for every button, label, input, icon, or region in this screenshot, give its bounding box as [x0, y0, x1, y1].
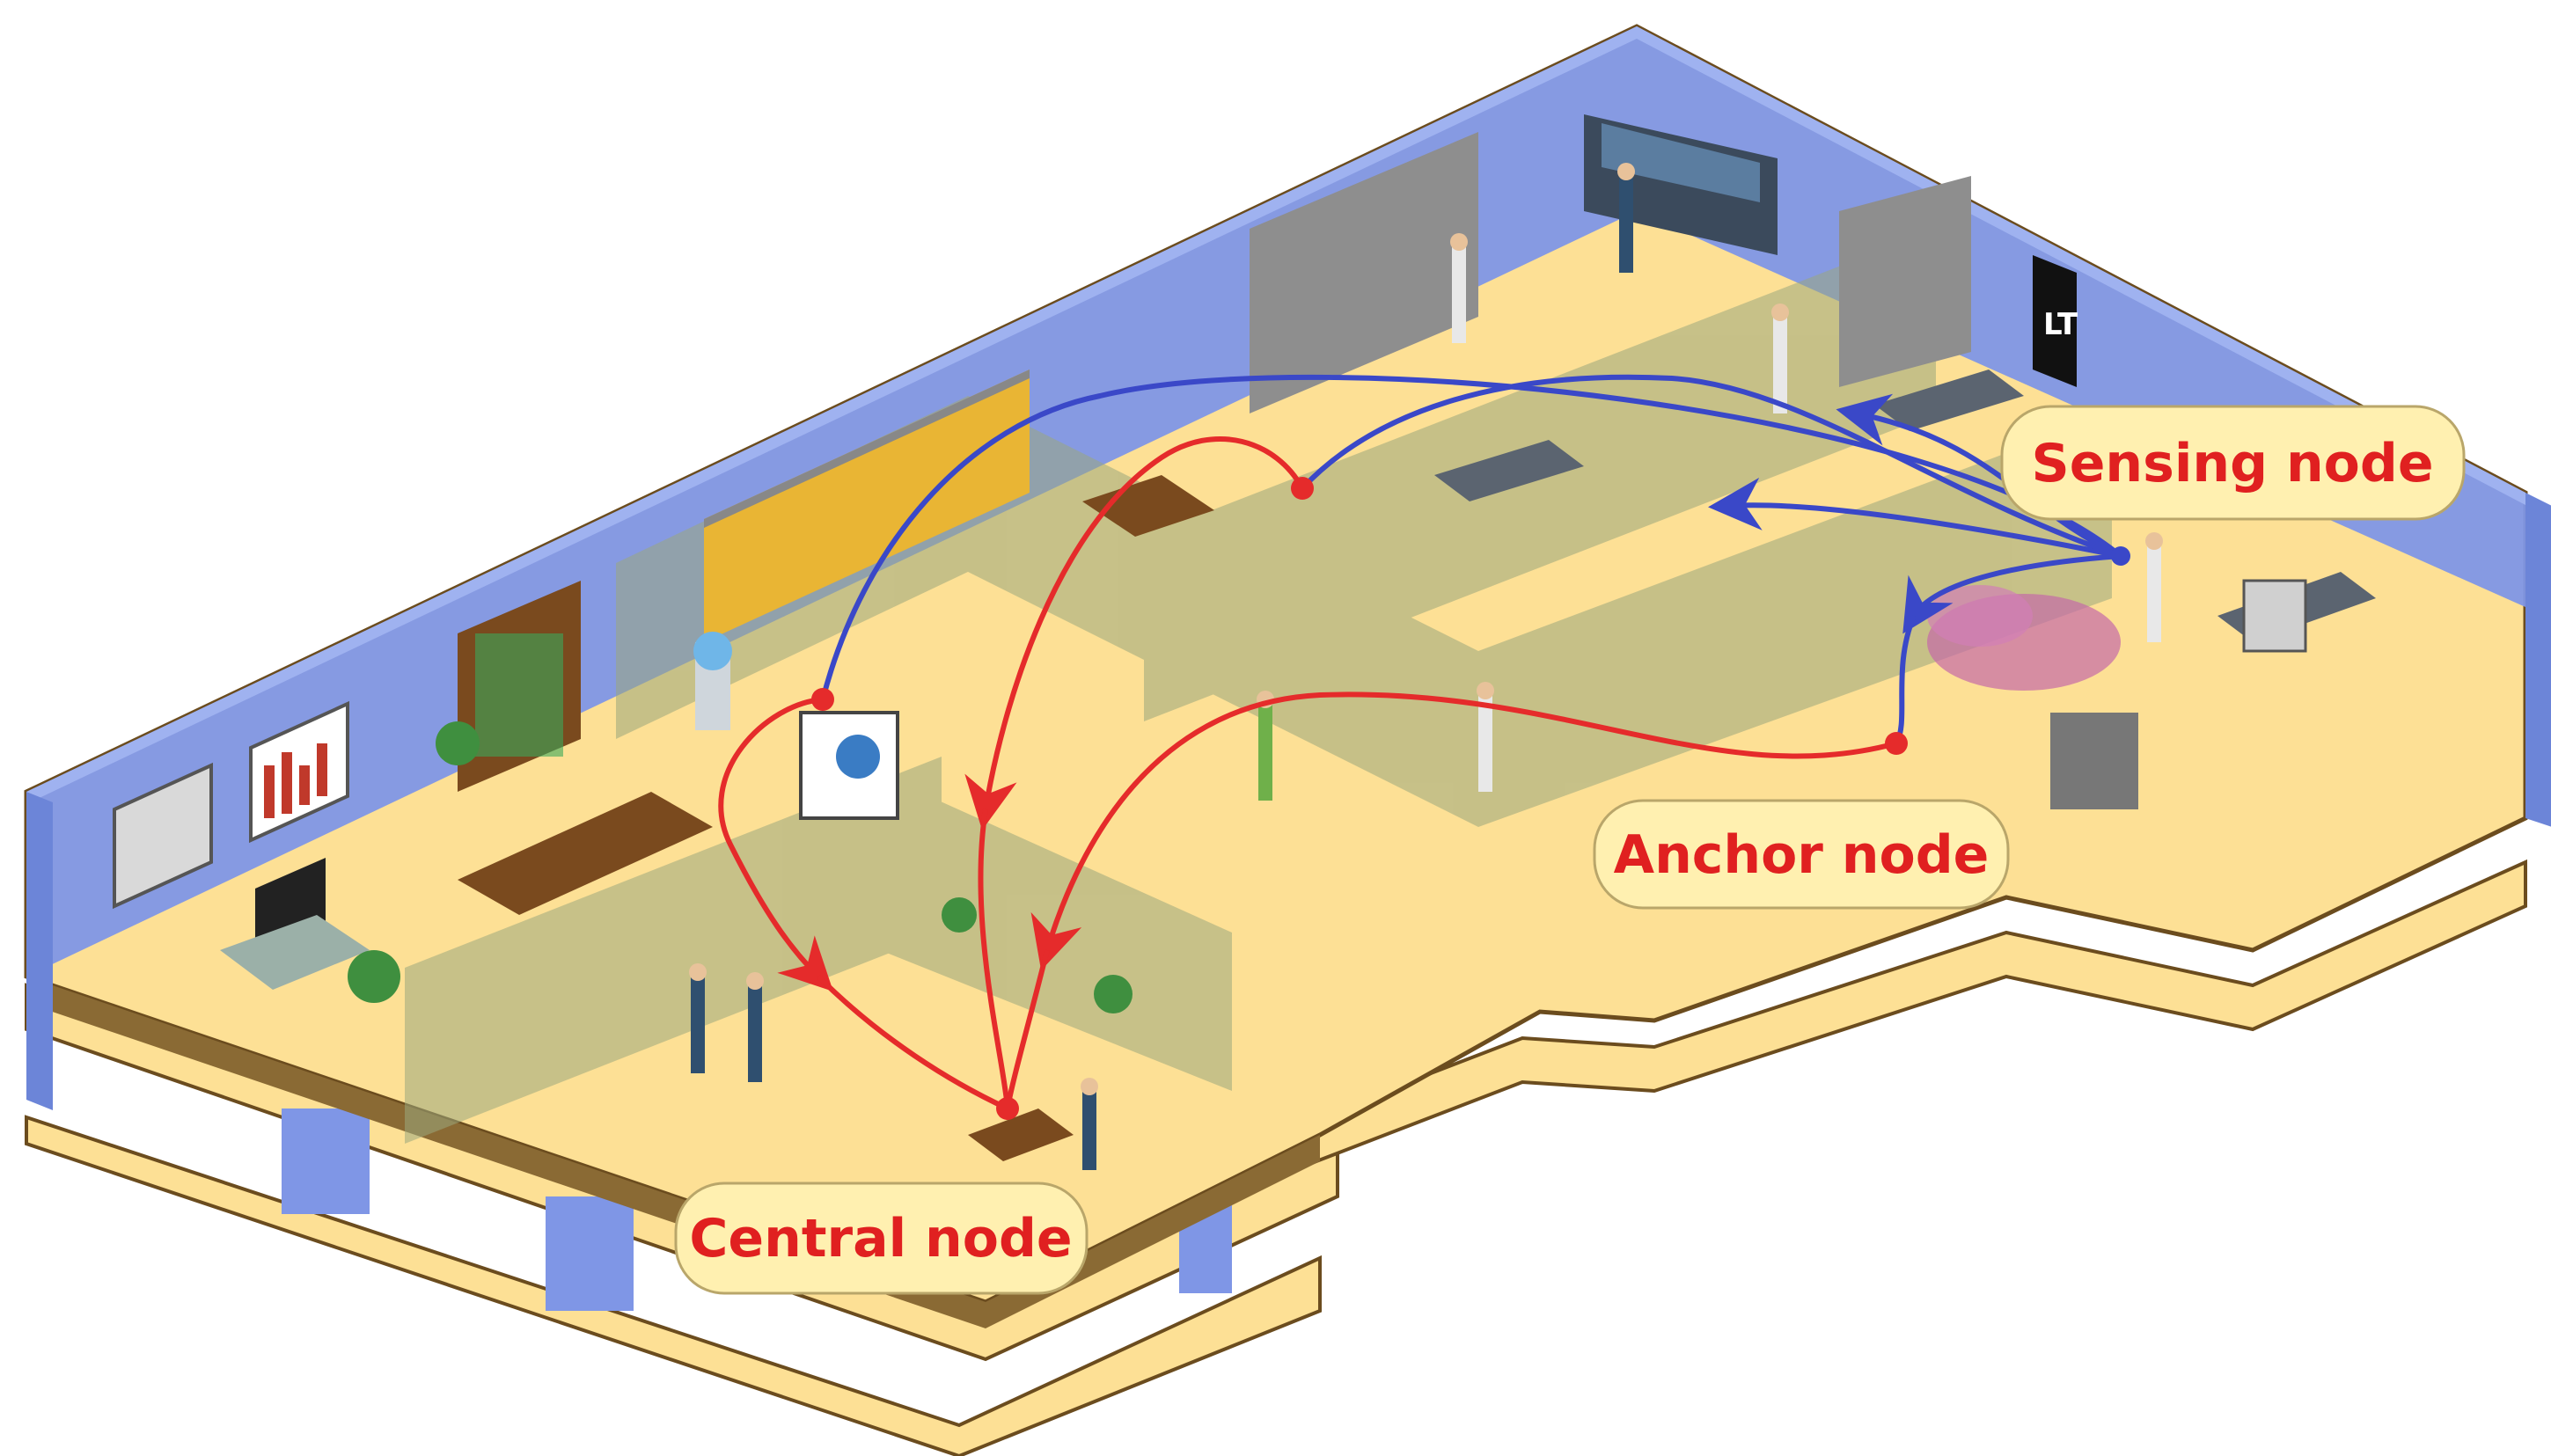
logo-text: LT — [2043, 307, 2078, 342]
blue-link-sensing-to-anchor-right — [1902, 553, 2122, 634]
red-link-upper-segment — [978, 808, 1010, 1109]
sensing-node-label: Sensing node — [2000, 405, 2466, 521]
anchor-node-text: Anchor node — [1614, 824, 1990, 886]
glass-partitions — [405, 229, 2112, 1144]
nodes — [811, 477, 2130, 1120]
central-node-dot — [996, 1097, 1019, 1120]
sensing-node-text: Sensing node — [2031, 433, 2433, 494]
red-link-left-anchor-to-central — [718, 697, 833, 991]
anchor-node-dot-left — [811, 688, 834, 711]
red-links — [718, 436, 1897, 1111]
red-link-left-lower-segment — [816, 974, 1009, 1111]
central-node-label: Central node — [674, 1182, 1089, 1295]
blue-link-sensing-to-mid-anchor — [1708, 477, 2122, 559]
blue-links — [820, 374, 2122, 745]
blue-link-sensing-to-upper-anchor — [1300, 374, 2122, 559]
sensing-node-dot — [2111, 546, 2130, 566]
central-node-text: Central node — [689, 1208, 1072, 1269]
anchor-node-label: Anchor node — [1593, 799, 2010, 910]
red-link-upper-anchor-to-central — [964, 436, 1305, 830]
room-furniture: LT — [113, 114, 2376, 1161]
anchor-node-dot-upper — [1291, 477, 1314, 500]
red-link-right-anchor-to-central — [1030, 691, 1897, 970]
anchor-node-dot-right — [1885, 732, 1908, 755]
